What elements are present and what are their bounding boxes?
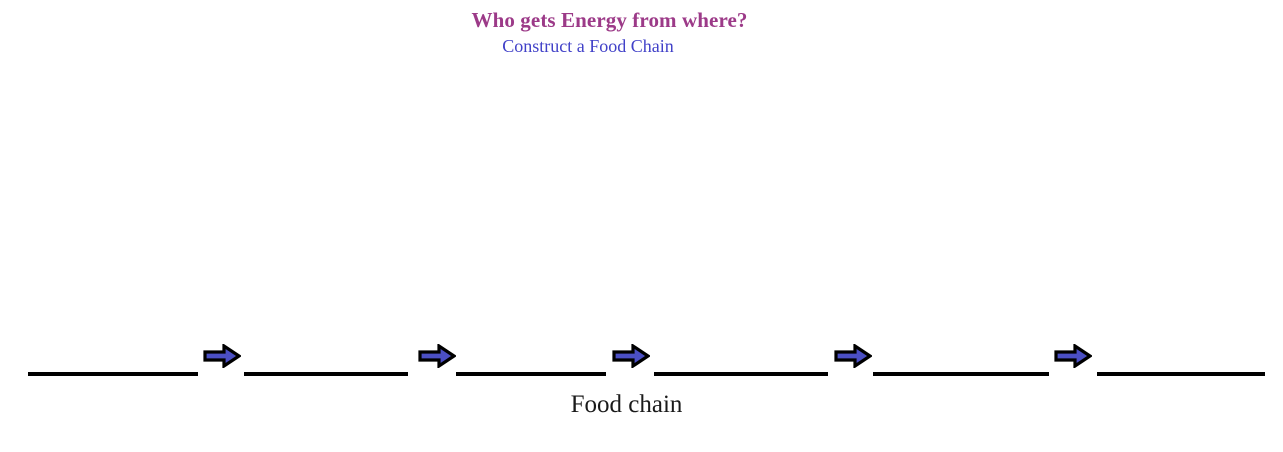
right-arrow-icon bbox=[834, 344, 872, 368]
blank-line-6[interactable] bbox=[1097, 372, 1265, 376]
blank-line-1[interactable] bbox=[28, 372, 198, 376]
blank-line-4[interactable] bbox=[654, 372, 828, 376]
food-chain-row bbox=[0, 330, 1283, 386]
right-arrow-icon bbox=[1054, 344, 1092, 368]
blank-line-5[interactable] bbox=[873, 372, 1049, 376]
right-arrow-icon bbox=[612, 344, 650, 368]
right-arrow-icon bbox=[418, 344, 456, 368]
blank-line-3[interactable] bbox=[456, 372, 606, 376]
blank-line-2[interactable] bbox=[244, 372, 408, 376]
heading-block: Who gets Energy from where? Construct a … bbox=[0, 8, 1219, 57]
right-arrow-icon bbox=[203, 344, 241, 368]
page-title: Who gets Energy from where? bbox=[471, 8, 748, 32]
food-chain-caption: Food chain bbox=[570, 391, 683, 418]
page-subtitle: Construct a Food Chain bbox=[502, 36, 674, 56]
